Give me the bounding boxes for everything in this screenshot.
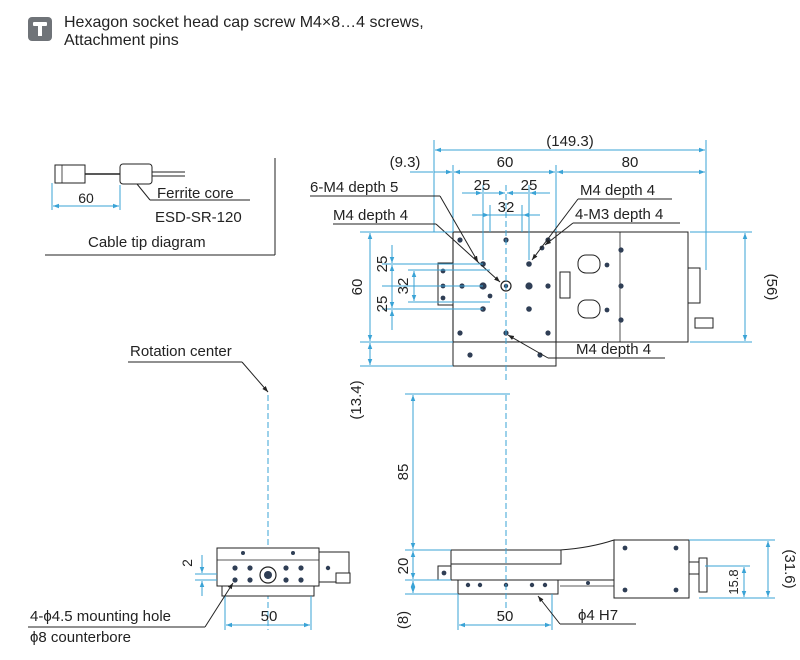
callout-m4-depth-4-right: M4 depth 4 xyxy=(580,182,655,199)
cable-tip-inset: 60 Ferrite core ESD-SR-120 Cable tip dia… xyxy=(45,158,276,256)
side-view: 85 20 (8) 50 ϕ4 H7 15.8 (31.6) xyxy=(395,393,798,630)
dim-offset-9-3: (9.3) xyxy=(390,154,421,171)
rotation-center-label: Rotation center xyxy=(128,343,269,630)
mounting-hole-label: 4-ϕ4.5 mounting hole xyxy=(30,608,171,625)
dim-width-80: 80 xyxy=(622,154,639,171)
top-view: (149.3) (9.3) 60 80 25 25 32 6-M4 depth … xyxy=(310,133,780,420)
phi4-h7-label: ϕ4 H7 xyxy=(578,607,618,624)
side-dim-31-6: (31.6) xyxy=(781,549,798,588)
rotation-center-text: Rotation center xyxy=(130,343,232,360)
callout-6-m4-depth-5: 6-M4 depth 5 xyxy=(310,179,398,196)
side-dim-50: 50 xyxy=(497,608,514,625)
dim-width-60: 60 xyxy=(497,154,514,171)
header-line-2: Attachment pins xyxy=(64,32,179,49)
screw-tool-icon xyxy=(28,17,52,41)
ferrite-model-label: ESD-SR-120 xyxy=(155,209,242,226)
front-dim-2: 2 xyxy=(179,559,195,567)
dim-pitch-32: 32 xyxy=(498,199,515,216)
dim-overall-149-3: (149.3) xyxy=(546,133,594,150)
cable-tip-caption: Cable tip diagram xyxy=(88,234,206,251)
front-dim-50: 50 xyxy=(261,608,278,625)
side-dim-15-8: 15.8 xyxy=(726,569,741,594)
dim-v-25-bottom: 25 xyxy=(374,296,391,313)
dim-pitch-25-a: 25 xyxy=(474,177,491,194)
header-title: Hexagon socket head cap screw M4×8…4 scr… xyxy=(64,14,424,50)
dim-v-32: 32 xyxy=(395,278,412,295)
callout-m4-depth-4-bottom: M4 depth 4 xyxy=(576,341,651,358)
counterbore-label: ϕ8 counterbore xyxy=(30,629,131,646)
callout-4-m3-depth-4: 4-M3 depth 4 xyxy=(575,206,663,223)
dim-height-60: 60 xyxy=(349,279,366,296)
side-dim-85: 85 xyxy=(395,464,412,481)
side-dim-8: (8) xyxy=(395,611,412,629)
front-view: 2 50 4-ϕ4.5 mounting hole ϕ8 counterbore xyxy=(28,547,351,646)
cable-dim-60: 60 xyxy=(78,190,94,206)
header-line-1: Hexagon socket head cap screw M4×8…4 scr… xyxy=(64,14,424,31)
side-dim-20: 20 xyxy=(395,558,412,575)
dim-v-25-top: 25 xyxy=(374,256,391,273)
ferrite-core-label: Ferrite core xyxy=(157,185,234,202)
dim-13-4: (13.4) xyxy=(348,380,365,419)
dim-right-56: (56) xyxy=(763,274,780,301)
dim-pitch-25-b: 25 xyxy=(521,177,538,194)
callout-m4-depth-4-left: M4 depth 4 xyxy=(333,207,408,224)
header: Hexagon socket head cap screw M4×8…4 scr… xyxy=(28,14,424,50)
